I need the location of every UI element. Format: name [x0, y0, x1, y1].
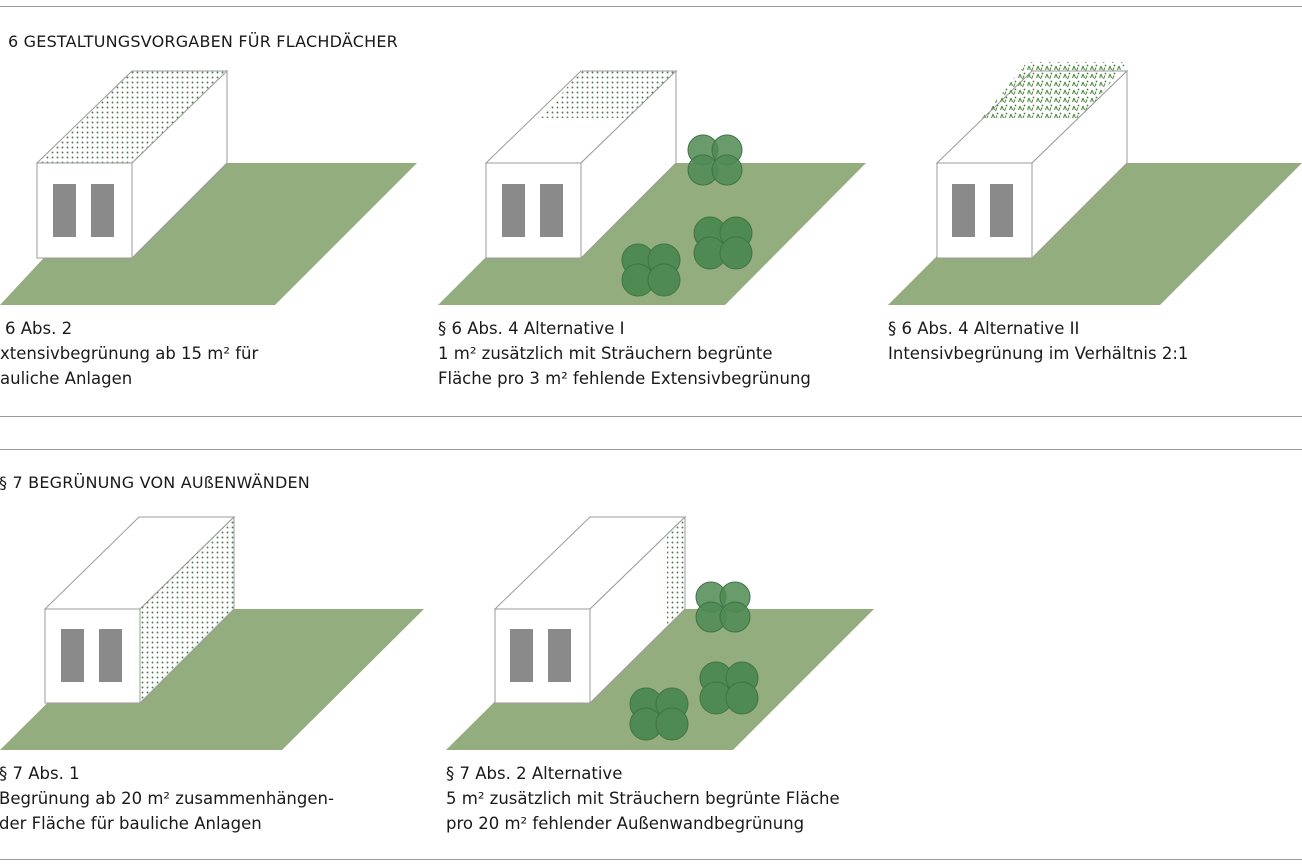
section-divider-bottom — [0, 449, 1302, 450]
front-face — [936, 162, 1033, 259]
caption-line: § 7 Abs. 1 — [0, 764, 80, 783]
panel-extensive-roof-greening — [0, 69, 417, 305]
window-right — [91, 184, 114, 237]
caption-line: § 6 Abs. 4 Alternative I — [438, 319, 625, 338]
caption-line: Fläche pro 3 m² fehlende Extensivbegrünu… — [438, 369, 811, 388]
window-right — [990, 184, 1013, 237]
front-face — [44, 608, 141, 704]
window-left — [53, 184, 76, 237]
caption-line: auliche Anlagen — [0, 369, 133, 388]
caption-line: der Fläche für bauliche Anlagen — [0, 814, 262, 833]
section-divider-top — [0, 416, 1302, 417]
side-face-dots — [140, 517, 234, 703]
caption-line: § 6 Abs. 4 Alternative II — [888, 319, 1080, 338]
shrub-middle — [699, 661, 759, 715]
window-right — [540, 184, 563, 237]
caption-line: 5 m² zusätzlich mit Sträuchern begrünte … — [446, 789, 840, 808]
section-title-flat-roofs: 6 GESTALTUNGSVORGABEN FÜR FLACHDÄCHER — [8, 32, 398, 51]
caption-extensive-roof-greening: 6 Abs. 2 xtensivbegrünung ab 15 m² für a… — [0, 316, 258, 391]
shrub-middle — [693, 216, 753, 270]
side-face-dotted-strip — [667, 517, 685, 626]
front-face — [494, 608, 591, 704]
window-left — [61, 629, 84, 682]
caption-line: § 7 Abs. 2 Alternative — [446, 764, 623, 783]
shrub-back — [687, 134, 743, 186]
caption-line: pro 20 m² fehlender Außenwandbegrünung — [446, 814, 805, 833]
caption-line: xtensivbegrünung ab 15 m² für — [0, 344, 259, 363]
window-left — [952, 184, 975, 237]
caption-line: 6 Abs. 2 — [5, 319, 73, 338]
shrub-front — [629, 687, 689, 741]
shrub-front — [621, 243, 681, 297]
caption-line: Intensivbegrünung im Verhältnis 2:1 — [888, 344, 1189, 363]
caption-line: 1 m² zusätzlich mit Sträuchern begrünte — [438, 344, 773, 363]
roof-intensive-planting — [982, 62, 1127, 118]
panel-alternative-i-shrubs — [438, 69, 866, 305]
panel-facade-greening — [0, 515, 424, 750]
caption-facade-greening: § 7 Abs. 1 Begrünung ab 20 m² zusammenhä… — [0, 761, 334, 836]
bottom-rule — [0, 859, 1302, 860]
front-face — [36, 162, 133, 259]
panel-facade-alternative-shrubs — [446, 515, 874, 750]
window-right — [99, 629, 122, 682]
caption-alternative-i-shrubs: § 6 Abs. 4 Alternative I 1 m² zusätzlich… — [438, 316, 811, 391]
caption-alternative-ii-intensive: § 6 Abs. 4 Alternative II Intensivbegrün… — [888, 316, 1188, 366]
caption-line: Begrünung ab 20 m² zusammenhängen- — [0, 789, 334, 808]
section-title-exterior-walls: § 7 BEGRÜNUNG VON AUßENWÄNDEN — [0, 473, 310, 492]
shrub-back — [695, 581, 751, 633]
top-rule — [0, 6, 1302, 7]
window-left — [502, 184, 525, 237]
front-face — [485, 162, 582, 259]
window-left — [510, 629, 533, 682]
ground-plane — [0, 609, 424, 750]
panel-alternative-ii-intensive — [888, 62, 1302, 305]
ground-plane — [888, 163, 1302, 305]
caption-facade-alternative-shrubs: § 7 Abs. 2 Alternative 5 m² zusätzlich m… — [446, 761, 840, 836]
window-right — [548, 629, 571, 682]
